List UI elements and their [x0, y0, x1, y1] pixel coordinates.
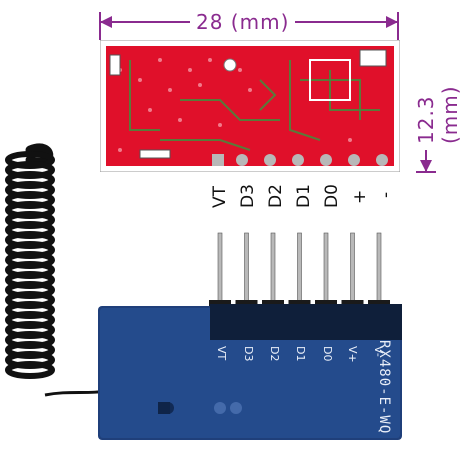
header-pin — [244, 232, 249, 304]
pin-label-d2: D2 — [266, 184, 286, 208]
pin-label-plus: + — [350, 189, 370, 204]
pin-label-minus: - — [376, 191, 396, 198]
silk-d2: D2 — [268, 346, 281, 362]
height-dimension-label: 12.3 (mm) — [414, 28, 462, 150]
silk-d1: D1 — [294, 346, 307, 362]
header-pin — [323, 232, 329, 304]
header-pin — [376, 232, 382, 304]
silk-vt: VT — [215, 346, 228, 361]
header-pin — [297, 232, 302, 304]
pin-label-vt: VT — [210, 185, 230, 208]
receiver-module-board — [98, 304, 402, 440]
width-dimension-label: 28 (mm) — [190, 10, 296, 34]
silk-d0: D0 — [321, 346, 334, 362]
silk-vplus: V+ — [346, 346, 359, 363]
module-model-label: RX480-E-WQ — [376, 340, 392, 435]
header-pin — [270, 232, 276, 304]
pcb-top-view — [100, 40, 400, 172]
pin-label-d1: D1 — [294, 184, 314, 208]
antenna-coil — [5, 143, 111, 397]
antenna-coil-loop — [5, 361, 55, 379]
pin-label-d0: D0 — [322, 184, 342, 208]
header-pin — [217, 232, 223, 304]
silk-d3: D3 — [242, 346, 255, 362]
pin-label-d3: D3 — [238, 184, 258, 208]
header-pin — [350, 232, 355, 304]
